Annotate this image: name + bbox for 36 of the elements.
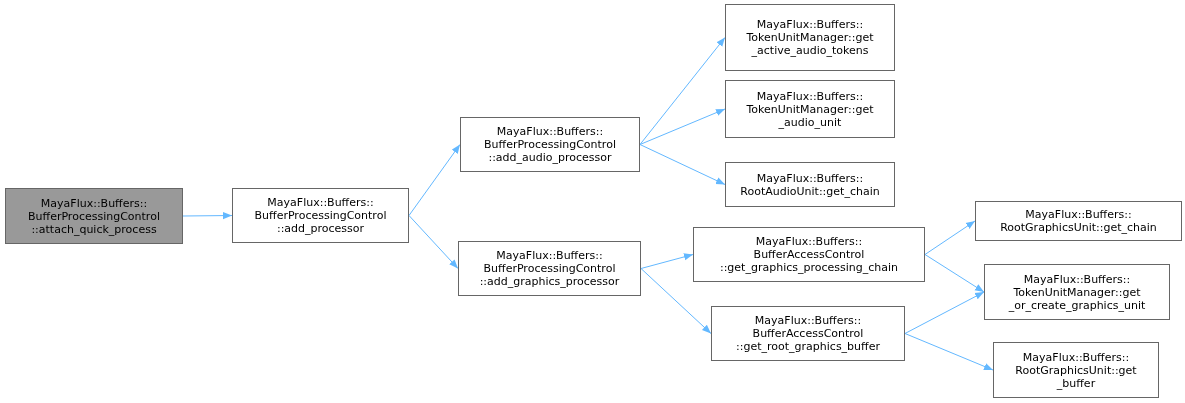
function-box: [984, 264, 1170, 320]
function-name: MayaFlux::Buffers:: BufferProcessingControl ::add_graphics_processor: [478, 249, 621, 288]
function-box: [460, 117, 640, 172]
arrow: [408, 144, 461, 216]
function-name: MayaFlux::Buffers:: BufferAccessControl ::get_root_graphics_buffer: [735, 314, 881, 353]
arrow: [639, 144, 726, 185]
function-name: MayaFlux::Buffers:: TokenUnitManager::get _audio_unit: [745, 89, 875, 129]
function-name: MayaFlux::Buffers:: TokenUnitManager::get _active_audio_tokens: [745, 18, 875, 57]
arrow: [408, 215, 459, 269]
function-box: [725, 4, 895, 71]
arrow: [640, 268, 712, 334]
arrow: [924, 220, 976, 255]
arrow: [639, 37, 726, 145]
function-name: MayaFlux::Buffers:: TokenUnitManager::get _or_create_graphics_unit: [1007, 272, 1147, 312]
function-box: [711, 306, 905, 361]
function-name: MayaFlux::Buffers:: BufferAccessControl ::get_graphics_processing_chain: [718, 235, 900, 274]
arrow: [640, 253, 694, 269]
arrow: [904, 291, 985, 334]
function-name: MayaFlux::Buffers:: RootGraphicsUnit::get_chain: [999, 208, 1158, 234]
arrow: [904, 333, 994, 371]
function-name: MayaFlux::Buffers:: BufferProcessingControl ::add_audio_processor: [483, 125, 617, 164]
arrow: [182, 212, 233, 220]
function-name: MayaFlux::Buffers:: RootGraphicsUnit::get _buffer: [1014, 350, 1138, 390]
function-name: MayaFlux::Buffers:: BufferProcessingControl ::add_processor: [253, 196, 388, 235]
function-box: [725, 80, 895, 138]
highlighted-function-box: [5, 188, 183, 244]
function-box: [693, 227, 925, 282]
function-box: [975, 201, 1182, 241]
function-box: [232, 188, 409, 243]
arrow: [639, 108, 726, 145]
function-name: MayaFlux::Buffers:: RootAudioUnit::get_chain: [739, 171, 881, 198]
function-name: MayaFlux::Buffers:: BufferProcessingControl ::attach_quick_process: [27, 196, 161, 236]
arrow: [924, 254, 985, 293]
function-box: [993, 342, 1159, 398]
function-box: [458, 241, 641, 296]
function-box: [725, 162, 895, 207]
